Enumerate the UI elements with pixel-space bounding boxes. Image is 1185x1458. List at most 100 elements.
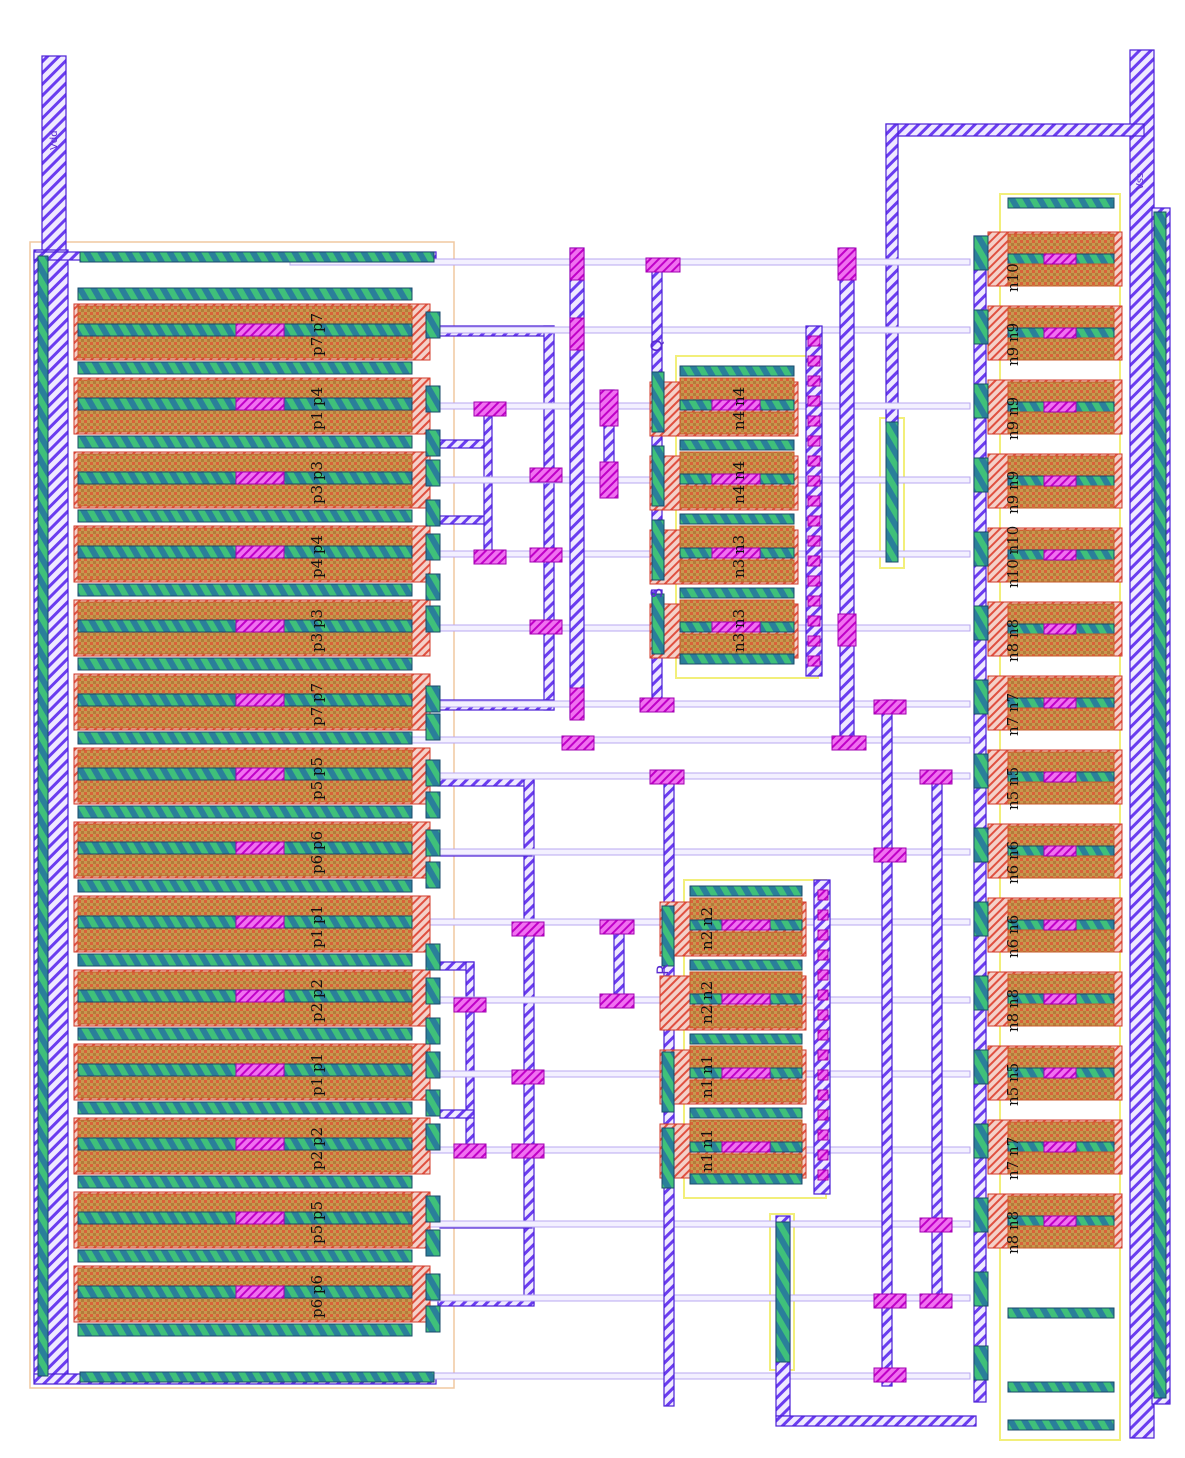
pmos-poly-gate bbox=[77, 557, 413, 581]
nmos-gate-contact bbox=[1043, 919, 1077, 931]
route-contact bbox=[919, 1217, 953, 1233]
nmos-poly-gate bbox=[1007, 411, 1115, 435]
pmos-poly-gate bbox=[77, 927, 413, 951]
route-contact bbox=[649, 769, 685, 785]
pmos-diffusion-strip bbox=[77, 731, 413, 745]
nmos-rail-contact bbox=[817, 1109, 829, 1121]
vss-tap-strip bbox=[1153, 211, 1167, 1399]
route-contact bbox=[837, 613, 857, 647]
pmos-diffusion-strip bbox=[77, 879, 413, 893]
pmos-drain-contact bbox=[425, 1229, 441, 1257]
nmos-rail-contact bbox=[817, 889, 829, 901]
nmos-rail-contact bbox=[807, 395, 821, 407]
vdd-tap-top bbox=[79, 251, 435, 263]
pmos-label-p4: p4 p4 bbox=[308, 535, 326, 578]
pmos-gate-contact bbox=[235, 767, 285, 781]
tap-route bbox=[775, 1415, 977, 1427]
nmos-rail-contact bbox=[807, 355, 821, 367]
nmos-poly-gate bbox=[1007, 1047, 1115, 1071]
nmos-poly-gate bbox=[1007, 899, 1115, 923]
route-contact bbox=[919, 769, 953, 785]
route-contact bbox=[831, 735, 867, 751]
pmos-gate-contact bbox=[235, 989, 285, 1003]
transistor-arrays bbox=[37, 197, 1167, 1431]
nmos-poly-gate bbox=[1007, 1003, 1115, 1027]
nmos-gate-contact bbox=[711, 621, 761, 633]
pmos-drain-contact bbox=[425, 1017, 441, 1045]
nmos-gate-contact bbox=[721, 1067, 771, 1079]
nmos-gate-contact bbox=[1043, 1215, 1077, 1227]
nmos-poly-gate bbox=[679, 411, 795, 435]
pmos-diffusion-strip bbox=[77, 1323, 413, 1337]
route-contact bbox=[453, 1143, 487, 1159]
route-contact bbox=[599, 389, 619, 427]
tap-strip bbox=[775, 1221, 791, 1363]
nmos-right-label: n10 n10 bbox=[1004, 526, 1022, 588]
pmos-route bbox=[439, 1109, 475, 1119]
nmos-rail-contact bbox=[817, 1129, 829, 1141]
route-contact bbox=[873, 1367, 907, 1383]
pmos-drain-contact bbox=[425, 1089, 441, 1117]
pmos-gate-contact bbox=[235, 323, 285, 337]
route-contact bbox=[529, 619, 563, 635]
pmos-gate-contact bbox=[235, 693, 285, 707]
pmos-label-p2: p2 p2 bbox=[308, 979, 326, 1022]
nmos-diffusion-strip bbox=[679, 513, 795, 525]
nmos-right-label: n9 n9 bbox=[1004, 397, 1022, 440]
pmos-route bbox=[543, 325, 555, 711]
pmos-label-p3: p3 p3 bbox=[308, 461, 326, 504]
nmos-diffusion-strip bbox=[679, 587, 795, 599]
pmos-drain-contact bbox=[425, 429, 441, 457]
nmos-rail-contact bbox=[817, 969, 829, 981]
nmos-right-label: n9 n9 bbox=[1004, 323, 1022, 366]
pmos-poly-gate bbox=[77, 335, 413, 359]
nmos-gate-contact bbox=[1043, 549, 1077, 561]
nmos-poly-gate bbox=[1007, 707, 1115, 731]
nmos-diffusion-strip bbox=[679, 439, 795, 451]
nmos-drain-contact bbox=[973, 975, 989, 1011]
nmos-poly-gate bbox=[1007, 381, 1115, 405]
nmos-rail-contact bbox=[807, 515, 821, 527]
nmos-center-bottom-label: n1 n1 bbox=[698, 1055, 716, 1098]
pmos-drain-contact bbox=[425, 685, 441, 713]
vdd-tap-bottom bbox=[79, 1371, 435, 1383]
nmos-rail-contact bbox=[817, 1029, 829, 1041]
nmos-source-contact bbox=[661, 1051, 675, 1113]
pmos-diffusion-strip bbox=[77, 509, 413, 523]
nmos-diffusion-strip bbox=[679, 365, 795, 377]
contacts bbox=[235, 247, 1077, 1383]
route-contact bbox=[639, 697, 675, 713]
nmos-poly-gate bbox=[679, 559, 795, 583]
pmos-label-p1: p1 p1 bbox=[308, 1053, 326, 1096]
pmos-drain-contact bbox=[425, 759, 441, 787]
nmos-poly-gate bbox=[1007, 455, 1115, 479]
nmos-gate-contact bbox=[1043, 1067, 1077, 1079]
pmos-drain-contact bbox=[425, 1273, 441, 1301]
pmos-diffusion-strip bbox=[77, 657, 413, 671]
nmos-poly-gate bbox=[1007, 1077, 1115, 1101]
nmos-rail-contact bbox=[807, 415, 821, 427]
nmos-poly-gate bbox=[679, 485, 795, 509]
nmos-poly-gate bbox=[1007, 603, 1115, 627]
nmos-gate-contact bbox=[1043, 993, 1077, 1005]
nmos-gate-contact bbox=[1043, 845, 1077, 857]
nmos-rail-contact bbox=[817, 1049, 829, 1061]
pmos-gate-contact bbox=[235, 841, 285, 855]
nmos-diffusion-strip bbox=[689, 959, 803, 971]
nmos-poly-gate bbox=[689, 1005, 803, 1029]
nmos-drain-contact bbox=[973, 457, 989, 493]
nmos-diffusion-strip bbox=[1007, 1419, 1115, 1431]
nmos-right-label: n6 n6 bbox=[1004, 841, 1022, 884]
route-contact bbox=[645, 257, 681, 273]
nmos-rail-contact bbox=[807, 335, 821, 347]
nmos-gate-contact bbox=[1043, 1141, 1077, 1153]
nmos-diffusion-strip bbox=[689, 1173, 803, 1185]
nmos-poly-gate bbox=[1007, 855, 1115, 879]
nmos-poly-gate bbox=[689, 931, 803, 955]
nmos-rail-contact bbox=[807, 435, 821, 447]
nmos-diffusion-strip bbox=[1007, 1381, 1115, 1393]
pmos-label-p6: p6 p6 bbox=[308, 831, 326, 874]
route-contact bbox=[873, 1293, 907, 1309]
nmos-drain-contact bbox=[973, 1049, 989, 1085]
